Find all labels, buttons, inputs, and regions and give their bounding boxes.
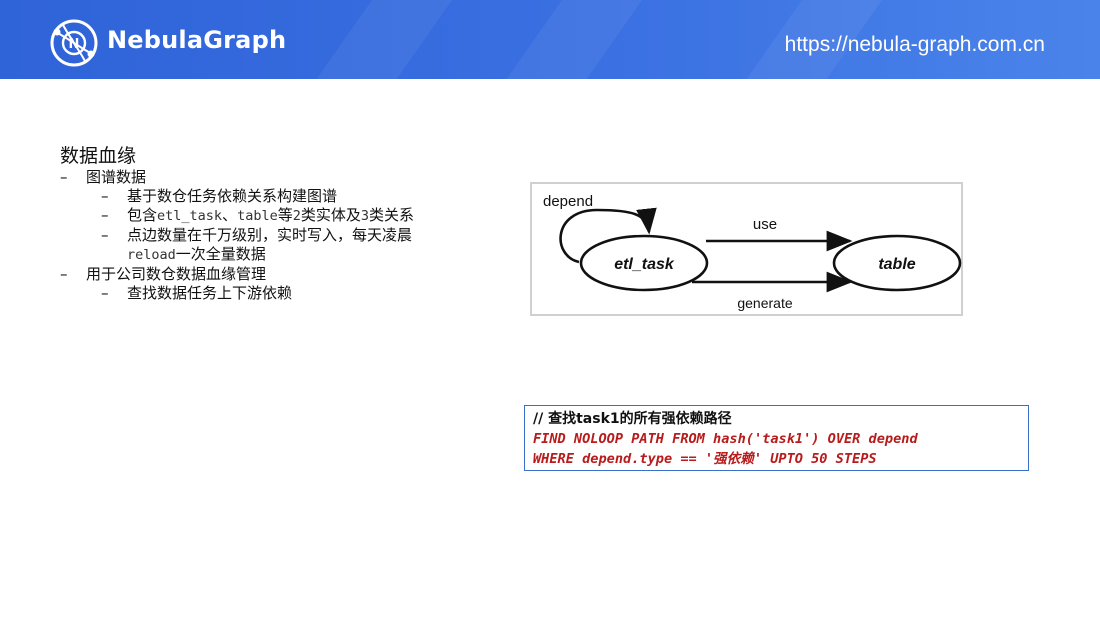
list-item-text: 图谱数据 [86,168,147,186]
bullet-dash: – [101,226,109,244]
list-item: – 用于公司数仓数据血缘管理 [60,265,414,284]
text-fragment: 点边数量在千万级别，实时写入，每天凌晨 [127,226,413,244]
section-title: 数据血缘 [60,145,137,167]
text-fragment: 一次全量数据 [175,245,266,263]
text-fragment: 包含 [127,206,158,224]
number-fragment: 2 [292,208,301,224]
nebulagraph-logo-icon: N [50,19,98,67]
brand-name: NebulaGraph [107,26,287,54]
outline: 数据血缘 – 图谱数据 – 基于数仓任务依赖关系构建图谱 – 包含etl_tas… [60,144,414,303]
header-decoration [259,0,481,79]
list-item-text: 用于公司数仓数据血缘管理 [86,265,267,283]
list-item: – 包含etl_task、table等2类实体及3类关系 [60,206,414,226]
use-label: use [753,216,777,233]
bullet-dash: – [101,187,109,205]
etl-task-label: etl_task [614,256,675,273]
logo-letter: N [69,37,80,52]
depend-label: depend [543,193,593,210]
depend-edge [559,207,657,264]
header-bar: N NebulaGraph https://nebula-graph.com.c… [0,0,1100,79]
list-item: – 图谱数据 [60,168,414,187]
number-fragment: 3 [360,208,370,224]
code-block: // 查找task1的所有强依赖路径 FIND NOLOOP PATH FROM… [524,405,1029,471]
bullet-dash: – [101,206,109,224]
code-comment: // 查找task1的所有强依赖路径 [533,411,732,427]
header-decoration [449,0,671,79]
diagram-canvas: etl_task table depend use generate [543,193,962,311]
text-fragment: 类关系 [369,206,415,224]
code-fragment: reload [127,247,176,263]
table-node [832,234,962,292]
bullet-dash: – [60,168,68,186]
code-fragment: table [237,208,278,224]
text-fragment: 等 [277,206,293,224]
bullet-dash: – [101,284,109,302]
etl-task-node [579,234,709,292]
list-item: – 基于数仓任务依赖关系构建图谱 [60,187,414,206]
text-fragment: 类实体及 [300,206,361,224]
list-item: – 查找数据任务上下游依赖 [60,284,414,303]
generate-label: generate [737,295,792,311]
code-line: FIND NOLOOP PATH FROM hash('task1') OVER… [533,431,918,447]
table-label: table [878,256,915,273]
list-item-text: 点边数量在千万级别，实时写入，每天凌晨 reload一次全量数据 [127,226,412,265]
bullet-dash: – [60,265,68,283]
header-url-link[interactable]: https://nebula-graph.com.cn [784,33,1045,56]
list-item-text: 包含etl_task、table等2类实体及3类关系 [127,206,414,226]
lineage-diagram: etl_task table depend use generate [530,182,963,316]
list-item-text: 基于数仓任务依赖关系构建图谱 [127,187,338,205]
code-fragment: etl_task [157,208,223,224]
code-line: WHERE depend.type == '强依赖' UPTO 50 STEPS [533,451,877,467]
text-fragment: 、 [222,206,238,224]
list-item: – 点边数量在千万级别，实时写入，每天凌晨 reload一次全量数据 [60,226,414,265]
list-item-text: 查找数据任务上下游依赖 [127,284,293,302]
